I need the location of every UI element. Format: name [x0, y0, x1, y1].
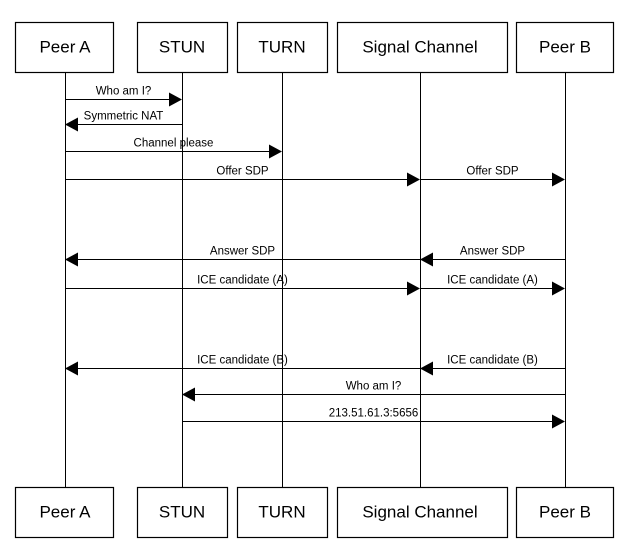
header-actor-boxes: Peer A STUN TURN Signal Channel Peer B [14, 21, 615, 74]
actor-header-rect-signal-channel [336, 21, 509, 74]
message-m5[interactable]: Offer SDP [420, 166, 565, 187]
actor-footer-label-peer-b: Peer B [539, 502, 591, 521]
message-m13[interactable]: 213.51.61.3:5656 [182, 408, 565, 429]
message-m1[interactable]: Who am I? [65, 86, 182, 107]
message-m12[interactable]: Who am I? [182, 381, 565, 402]
actor-footer-label-peer-a: Peer A [39, 502, 91, 521]
message-label-m11: ICE candidate (B) [447, 355, 538, 367]
message-m4[interactable]: Offer SDP [65, 166, 420, 187]
actor-header-peer-a[interactable]: Peer A [14, 21, 115, 74]
actor-footer-rect-peer-a [14, 486, 115, 539]
message-label-m3: Channel please [134, 138, 214, 150]
actor-footer-rect-stun [136, 486, 229, 539]
actor-header-label-peer-b: Peer B [539, 37, 591, 56]
message-m8[interactable]: ICE candidate (A) [65, 275, 420, 296]
message-label-m10: ICE candidate (B) [197, 355, 288, 367]
message-label-m12: Who am I? [346, 381, 402, 393]
actor-footer-peer-b[interactable]: Peer B [515, 486, 615, 539]
arrowhead-icon-m10 [65, 361, 78, 376]
actor-header-label-stun: STUN [159, 37, 205, 56]
actor-header-rect-stun [136, 21, 229, 74]
message-m2[interactable]: Symmetric NAT [65, 111, 182, 132]
message-label-m9: ICE candidate (A) [447, 275, 538, 287]
arrowhead-icon-m4 [407, 172, 420, 187]
actor-header-rect-turn [236, 21, 329, 74]
message-label-m1: Who am I? [96, 86, 152, 98]
actor-header-rect-peer-b [515, 21, 615, 74]
message-m9[interactable]: ICE candidate (A) [420, 275, 565, 296]
arrowhead-icon-m8 [407, 281, 420, 296]
arrowhead-icon-m12 [182, 387, 195, 402]
actor-header-label-turn: TURN [258, 37, 305, 56]
actor-footer-rect-signal-channel [336, 486, 509, 539]
arrowhead-icon-m7 [420, 252, 433, 267]
footer-actor-boxes: Peer A STUN TURN Signal Channel Peer B [14, 486, 615, 539]
messages-layer: Who am I? Symmetric NAT Channel pleaseOffe… [65, 86, 565, 429]
actor-header-label-signal-channel: Signal Channel [362, 37, 477, 56]
arrowhead-icon-m11 [420, 361, 433, 376]
arrowhead-icon-m2 [65, 117, 78, 132]
actor-footer-label-turn: TURN [258, 502, 305, 521]
arrowhead-icon-m3 [269, 144, 282, 159]
actor-footer-signal-channel[interactable]: Signal Channel [336, 486, 509, 539]
arrowhead-icon-m6 [65, 252, 78, 267]
actor-footer-label-stun: STUN [159, 502, 205, 521]
message-m10[interactable]: ICE candidate (B) [65, 355, 420, 376]
message-m7[interactable]: Answer SDP [420, 246, 565, 267]
arrowhead-icon-m1 [169, 92, 182, 107]
message-label-m5: Offer SDP [466, 166, 519, 178]
arrowhead-icon-m5 [552, 172, 565, 187]
actor-header-peer-b[interactable]: Peer B [515, 21, 615, 74]
actor-header-rect-peer-a [14, 21, 115, 74]
actor-footer-turn[interactable]: TURN [236, 486, 329, 539]
arrowhead-icon-m13 [552, 414, 565, 429]
message-m3[interactable]: Channel please [65, 138, 282, 159]
actor-footer-stun[interactable]: STUN [136, 486, 229, 539]
arrowhead-icon-m9 [552, 281, 565, 296]
actor-header-stun[interactable]: STUN [136, 21, 229, 74]
actor-header-turn[interactable]: TURN [236, 21, 329, 74]
message-label-m2: Symmetric NAT [84, 111, 164, 123]
message-label-m6: Answer SDP [210, 246, 276, 258]
message-m11[interactable]: ICE candidate (B) [420, 355, 565, 376]
actor-footer-rect-turn [236, 486, 329, 539]
message-label-m13: 213.51.61.3:5656 [329, 408, 419, 420]
message-label-m8: ICE candidate (A) [197, 275, 288, 287]
actor-header-label-peer-a: Peer A [39, 37, 91, 56]
lifelines-layer [65, 72, 566, 487]
actor-header-signal-channel[interactable]: Signal Channel [336, 21, 509, 74]
actor-footer-label-signal-channel: Signal Channel [362, 502, 477, 521]
actor-footer-peer-a[interactable]: Peer A [14, 486, 115, 539]
message-m6[interactable]: Answer SDP [65, 246, 420, 267]
actor-footer-rect-peer-b [515, 486, 615, 539]
message-label-m7: Answer SDP [460, 246, 526, 258]
message-label-m4: Offer SDP [216, 166, 269, 178]
